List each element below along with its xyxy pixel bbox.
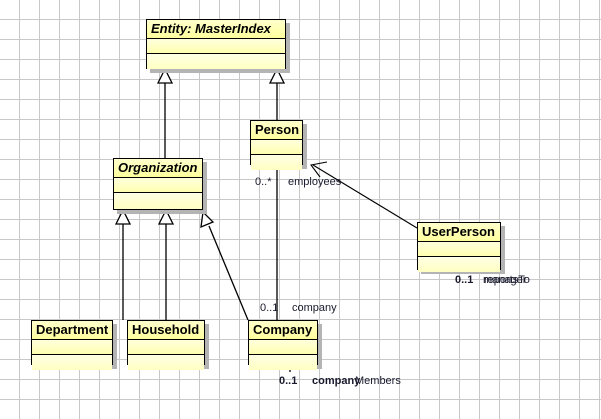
class-name-organization: Organization [114, 159, 202, 178]
class-attributes-person [251, 140, 302, 155]
class-box-person[interactable]: Person [250, 120, 303, 170]
class-box-organization[interactable]: Organization [113, 158, 203, 210]
edge-label-companymembers-role-company: company [312, 375, 361, 387]
class-box-userperson[interactable]: UserPerson [417, 222, 501, 272]
edge-label-employees-multiplicity: 0..* [255, 176, 272, 188]
edge-label-reportsto-role-manager: manager [483, 274, 527, 286]
edge-company-to-organization [200, 210, 249, 321]
class-attributes-userperson [418, 242, 500, 257]
class-operations-organization [114, 193, 202, 208]
class-name-department: Department [32, 321, 112, 340]
class-name-company: Company [249, 321, 317, 340]
edge-department-to-organization [114, 208, 132, 320]
class-attributes-household [128, 340, 204, 355]
class-box-department[interactable]: Department [31, 320, 113, 370]
edge-person-to-masterindex [268, 67, 286, 120]
class-attributes-organization [114, 178, 202, 193]
edge-label-companymembers-role-members: Members [355, 375, 401, 387]
class-operations-person [251, 155, 302, 170]
class-name-masterindex: Entity: MasterIndex [147, 20, 285, 39]
class-operations-masterindex [147, 54, 285, 69]
class-operations-department [32, 355, 112, 370]
class-operations-household [128, 355, 204, 370]
edge-label-company-role: company [292, 302, 337, 314]
class-name-household: Household [128, 321, 204, 340]
class-attributes-department [32, 340, 112, 355]
edge-label-reportsto-role-reportsto: reportsTo [484, 274, 530, 286]
class-box-company[interactable]: Company [248, 320, 318, 370]
class-attributes-masterindex [147, 39, 285, 54]
edge-label-companymembers-multiplicity: 0..1 [279, 375, 298, 387]
edge-label-company-multiplicity: 0..1 [260, 302, 279, 314]
class-box-masterindex[interactable]: Entity: MasterIndex [146, 19, 286, 69]
edge-userperson-to-person [310, 161, 418, 229]
class-attributes-company [249, 340, 317, 355]
edge-organization-to-masterindex [156, 67, 174, 158]
class-operations-company [249, 355, 317, 370]
class-name-person: Person [251, 121, 302, 140]
class-name-userperson: UserPerson [418, 223, 500, 242]
edge-household-to-organization [157, 208, 175, 320]
edge-label-reportsto-multiplicity: 0..1 [455, 274, 474, 286]
edge-label-employees-role: employees [288, 176, 342, 188]
class-box-household[interactable]: Household [127, 320, 205, 370]
class-operations-userperson [418, 257, 500, 272]
